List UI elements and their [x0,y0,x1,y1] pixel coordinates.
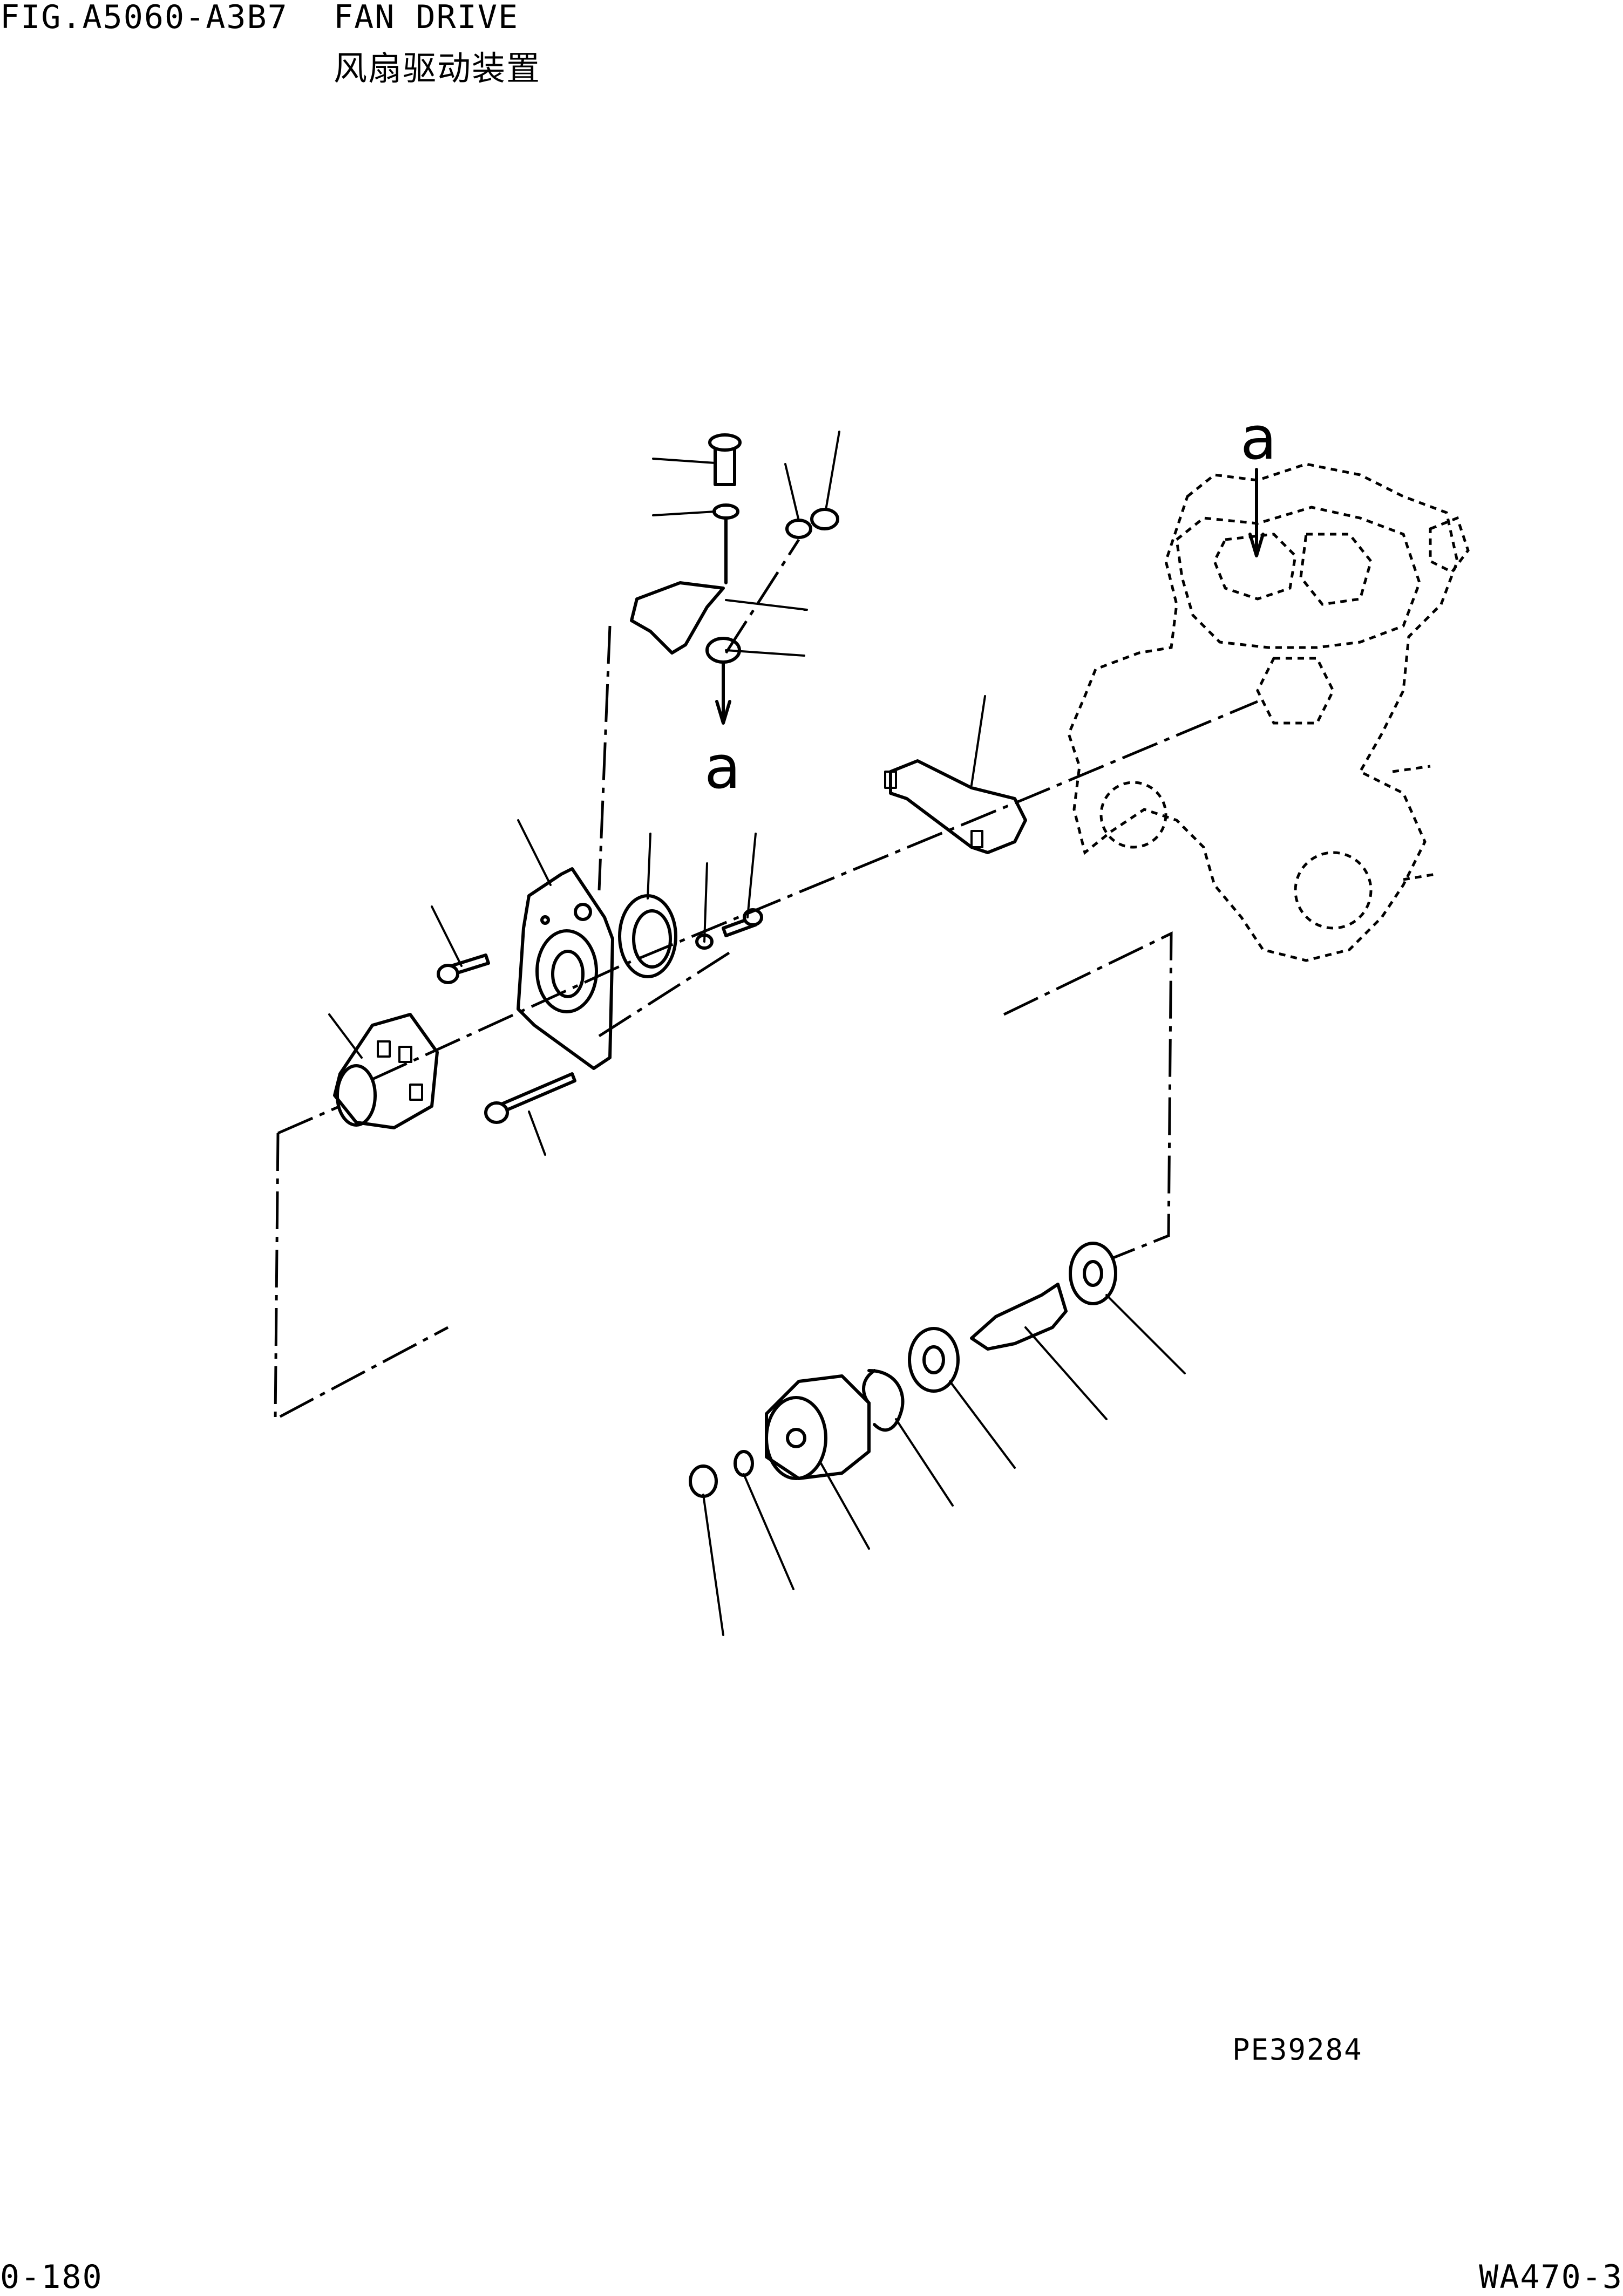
spacer-tube [884,759,1027,854]
model-number: WA470-3 [1479,2258,1623,2296]
gasket [618,894,677,978]
nut-small [785,519,812,539]
fan-shaft [970,1283,1068,1351]
page-number: 0-180 [0,2258,103,2296]
engine-block [1067,462,1470,962]
reference-mark-bracket: a [704,733,741,802]
bracket-assembly [630,433,839,725]
reference-mark-top: a [1240,404,1276,473]
drawing-code: PE39284 [1232,2033,1363,2067]
figure-number: FIG.A5060-A3B7 [0,0,288,36]
fan-drive-stack [689,1242,1117,1498]
bearing [908,1327,960,1393]
leader-lines [328,431,1186,1636]
fan-pulley-hub [765,1374,871,1480]
plate-bolts [437,908,763,1124]
washer [734,1450,754,1477]
bearing-2 [1069,1242,1117,1305]
washer-top [712,503,739,520]
snap-ring [862,1369,905,1432]
fan-housing [333,1013,439,1129]
mount-plate [517,867,614,1070]
bracket [630,581,725,655]
reference-arrow-top [1248,468,1265,557]
nut-small-2 [810,508,839,530]
lock-nut [689,1464,718,1498]
assembly-axis-lines [274,539,1258,1422]
figure-title: FAN DRIVE [334,0,519,36]
figure-subtitle: 风扇驱动装置 [334,49,541,88]
